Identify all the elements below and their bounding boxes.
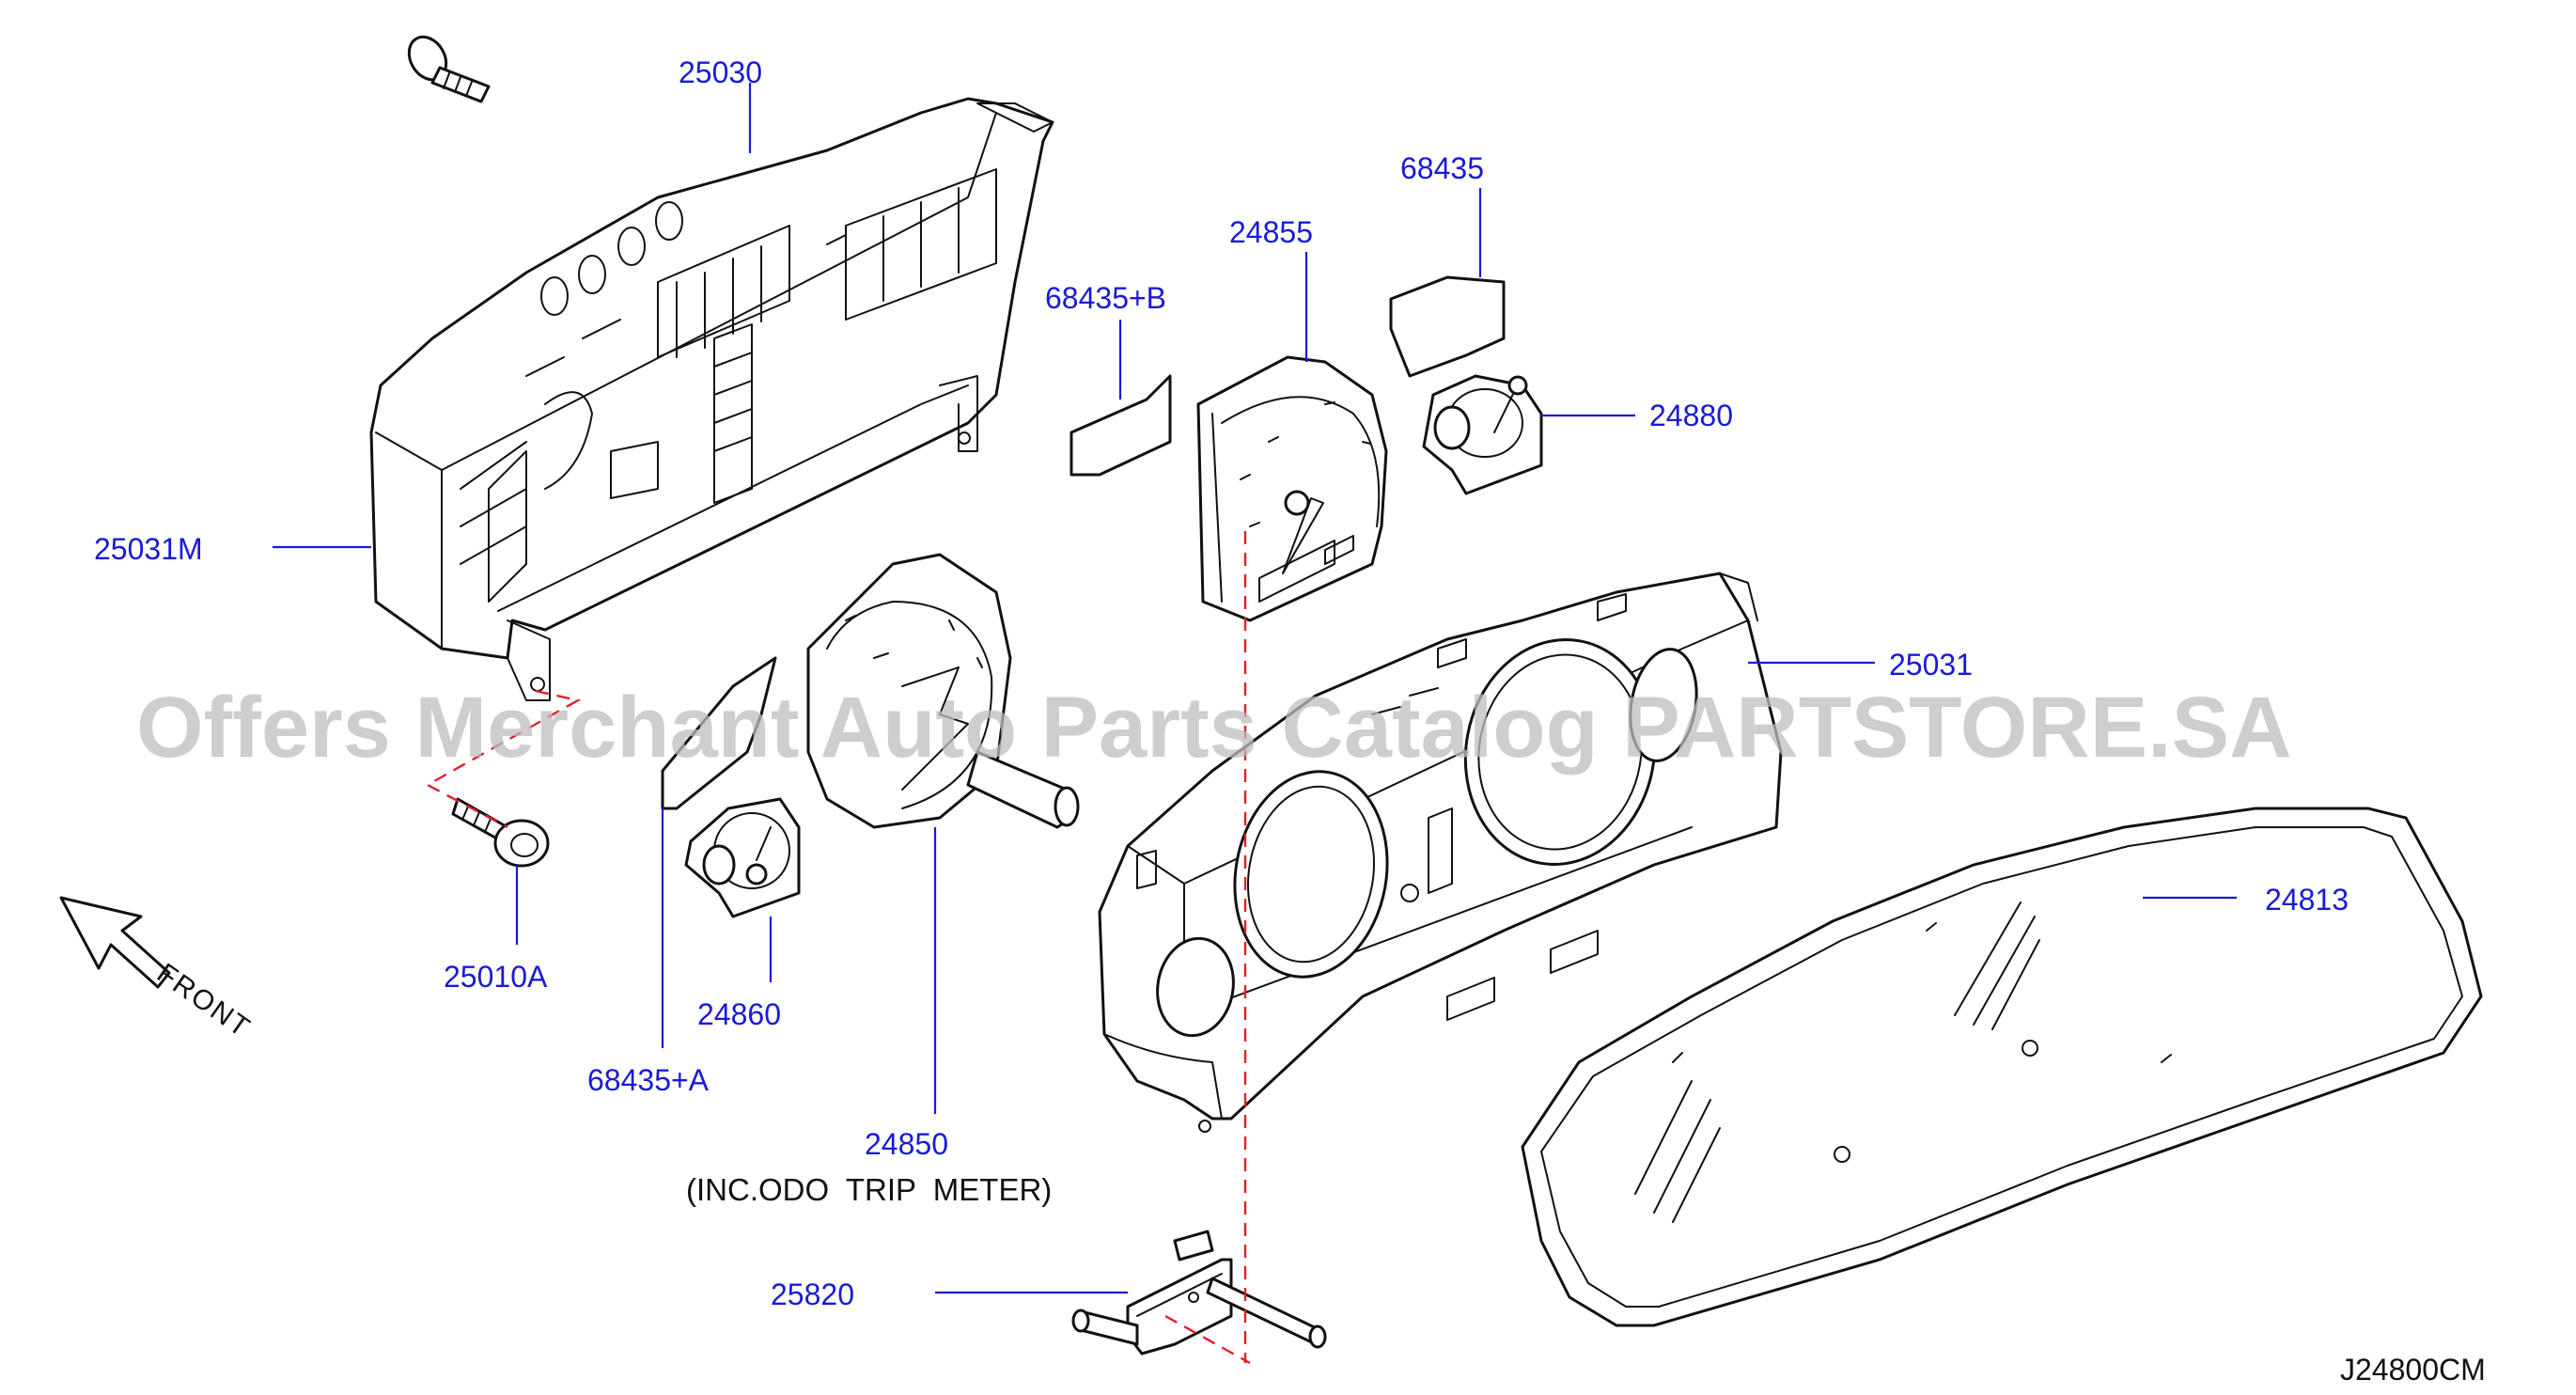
callout-68435-b: 68435+B xyxy=(1045,281,1166,315)
front-label: FRONT xyxy=(151,958,257,1044)
gauge-24880 xyxy=(1422,374,1543,495)
screw-25010a xyxy=(451,797,550,868)
note-24850: (INC.ODO TRIP METER) xyxy=(686,1172,1052,1207)
callout-25031m: 25031M xyxy=(94,532,203,566)
callout-25031: 25031 xyxy=(1889,648,1973,682)
gauge-24860 xyxy=(684,797,801,918)
callout-25030: 25030 xyxy=(679,55,762,89)
watermark: Offers Merchant Auto Parts Catalog PARTS… xyxy=(136,680,2292,776)
glass-cover-24813 xyxy=(1521,807,2483,1327)
callout-24880: 24880 xyxy=(1649,399,1733,432)
callout-25010a: 25010A xyxy=(444,960,548,994)
back-housing-25030 xyxy=(369,97,1054,701)
callout-68435-a: 68435+A xyxy=(587,1063,710,1097)
plate-68435 xyxy=(1389,275,1506,378)
screw-top-left xyxy=(407,35,491,103)
speedometer-24850 xyxy=(806,553,1080,829)
cluster-housing-25031 xyxy=(1098,572,1783,1133)
front-arrow-icon xyxy=(59,896,171,989)
callout-25820: 25820 xyxy=(771,1277,854,1311)
callout-24813: 24813 xyxy=(2265,883,2349,917)
plate-68435-a xyxy=(661,656,777,810)
plate-68435-b xyxy=(1069,374,1172,477)
alignment-dashes xyxy=(425,531,1251,1365)
callout-24860: 24860 xyxy=(697,997,781,1031)
tachometer-24855 xyxy=(1196,355,1388,622)
switch-25820 xyxy=(1071,1230,1327,1356)
leader-lines xyxy=(273,83,2237,1294)
callout-24855: 24855 xyxy=(1229,215,1313,249)
callout-68435: 68435 xyxy=(1400,151,1484,185)
callout-24850: 24850 xyxy=(865,1127,948,1161)
drawing-code: J24800CM xyxy=(2340,1353,2486,1387)
